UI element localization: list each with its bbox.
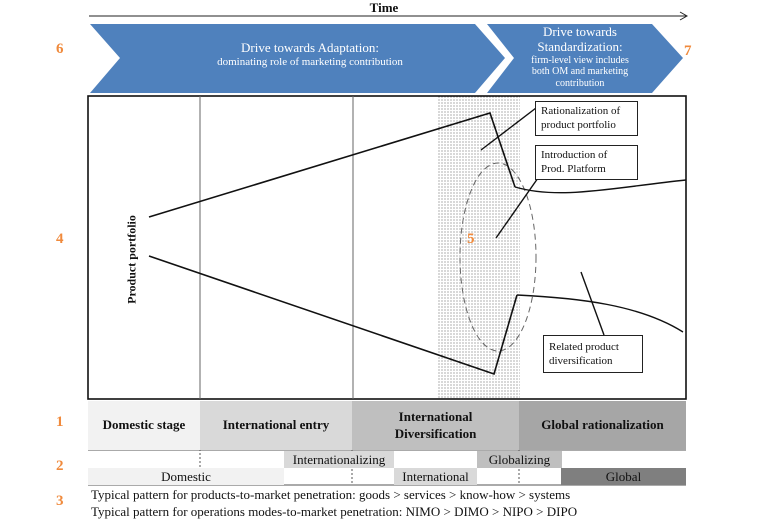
marker-3: 3 — [56, 493, 64, 509]
marker-4: 4 — [56, 231, 64, 247]
pointer-related — [580, 271, 605, 336]
callout-platform-line2: Prod. Platform — [541, 163, 606, 176]
pattern-products: Typical pattern for products-to-market p… — [91, 487, 571, 502]
portfolio-upper-line — [148, 112, 516, 218]
y-axis-label: Product portfolio — [124, 215, 139, 304]
diagram-frame — [87, 95, 687, 400]
transition-globalizing: Globalizing — [477, 451, 562, 468]
stage-international-entry-label: International entry — [222, 417, 330, 433]
state-domestic-label: Domestic — [161, 468, 211, 484]
callout-rationalization-line2: product portfolio — [541, 119, 616, 132]
stage-global-label: Global rationalization — [541, 417, 664, 433]
stage-international-diversification: International Diversification — [352, 401, 519, 450]
chevron-standardization — [487, 24, 683, 93]
callout-platform-line1: Introduction of — [541, 149, 608, 161]
callout-related-line1: Related product — [549, 341, 619, 353]
portfolio-lower-line — [148, 255, 518, 376]
stage-diversification-line1: International — [398, 408, 473, 424]
marker-2: 2 — [56, 458, 64, 474]
chevron-adaptation-text: Drive towards Adaptation: dominating rol… — [150, 40, 470, 69]
chevron-standardization-text: Drive towards Standardization: firm-leve… — [505, 24, 655, 89]
portfolio-lower-tail — [516, 294, 684, 333]
stage-domestic-label: Domestic stage — [102, 417, 186, 433]
adaptation-title: Drive towards Adaptation: — [241, 40, 379, 55]
transition-internationalizing: Internationalizing — [284, 451, 394, 468]
standardization-line3: firm-level view includes — [531, 54, 629, 66]
state-international: International — [394, 468, 477, 485]
callout-related: Related product diversification — [543, 335, 643, 373]
stage-global-rationalization: Global rationalization — [519, 401, 686, 450]
pointer-platform — [495, 177, 539, 239]
transition-internationalizing-label: Internationalizing — [292, 451, 386, 467]
chevron-adaptation — [90, 24, 505, 93]
marker-6: 6 — [56, 41, 64, 57]
state-international-label: International — [402, 468, 469, 484]
standardization-line2: Standardization: — [537, 38, 623, 54]
callout-rationalization-line1: Rationalization of — [541, 105, 621, 117]
marker-5: 5 — [467, 231, 475, 247]
transition-shading — [437, 96, 520, 398]
callout-platform: Introduction of Prod. Platform — [535, 145, 638, 180]
stage-international-entry: International entry — [200, 401, 352, 450]
marker-1: 1 — [56, 414, 64, 430]
pointer-rationalization — [480, 107, 537, 151]
portfolio-upper-tail — [514, 179, 687, 194]
pattern-operations: Typical pattern for operations modes-to-… — [91, 504, 578, 519]
state-domestic: Domestic — [88, 468, 284, 485]
stage-diversification-line2: Diversification — [394, 425, 477, 441]
state-global-label: Global — [605, 468, 642, 484]
time-arrow-head — [679, 11, 689, 21]
standardization-line1: Drive towards — [542, 24, 617, 39]
marker-7: 7 — [684, 43, 692, 59]
adaptation-subtitle: dominating role of marketing contributio… — [217, 55, 403, 68]
standardization-line4: both OM and marketing — [531, 66, 629, 78]
callout-related-line2: diversification — [549, 355, 613, 368]
time-label: Time — [369, 0, 399, 15]
platform-ellipse — [459, 162, 537, 352]
callout-rationalization: Rationalization of product portfolio — [535, 101, 638, 136]
standardization-line5: contribution — [555, 77, 605, 89]
state-global: Global — [561, 468, 686, 485]
stage-domestic: Domestic stage — [88, 401, 200, 450]
transition-globalizing-label: Globalizing — [488, 451, 551, 467]
